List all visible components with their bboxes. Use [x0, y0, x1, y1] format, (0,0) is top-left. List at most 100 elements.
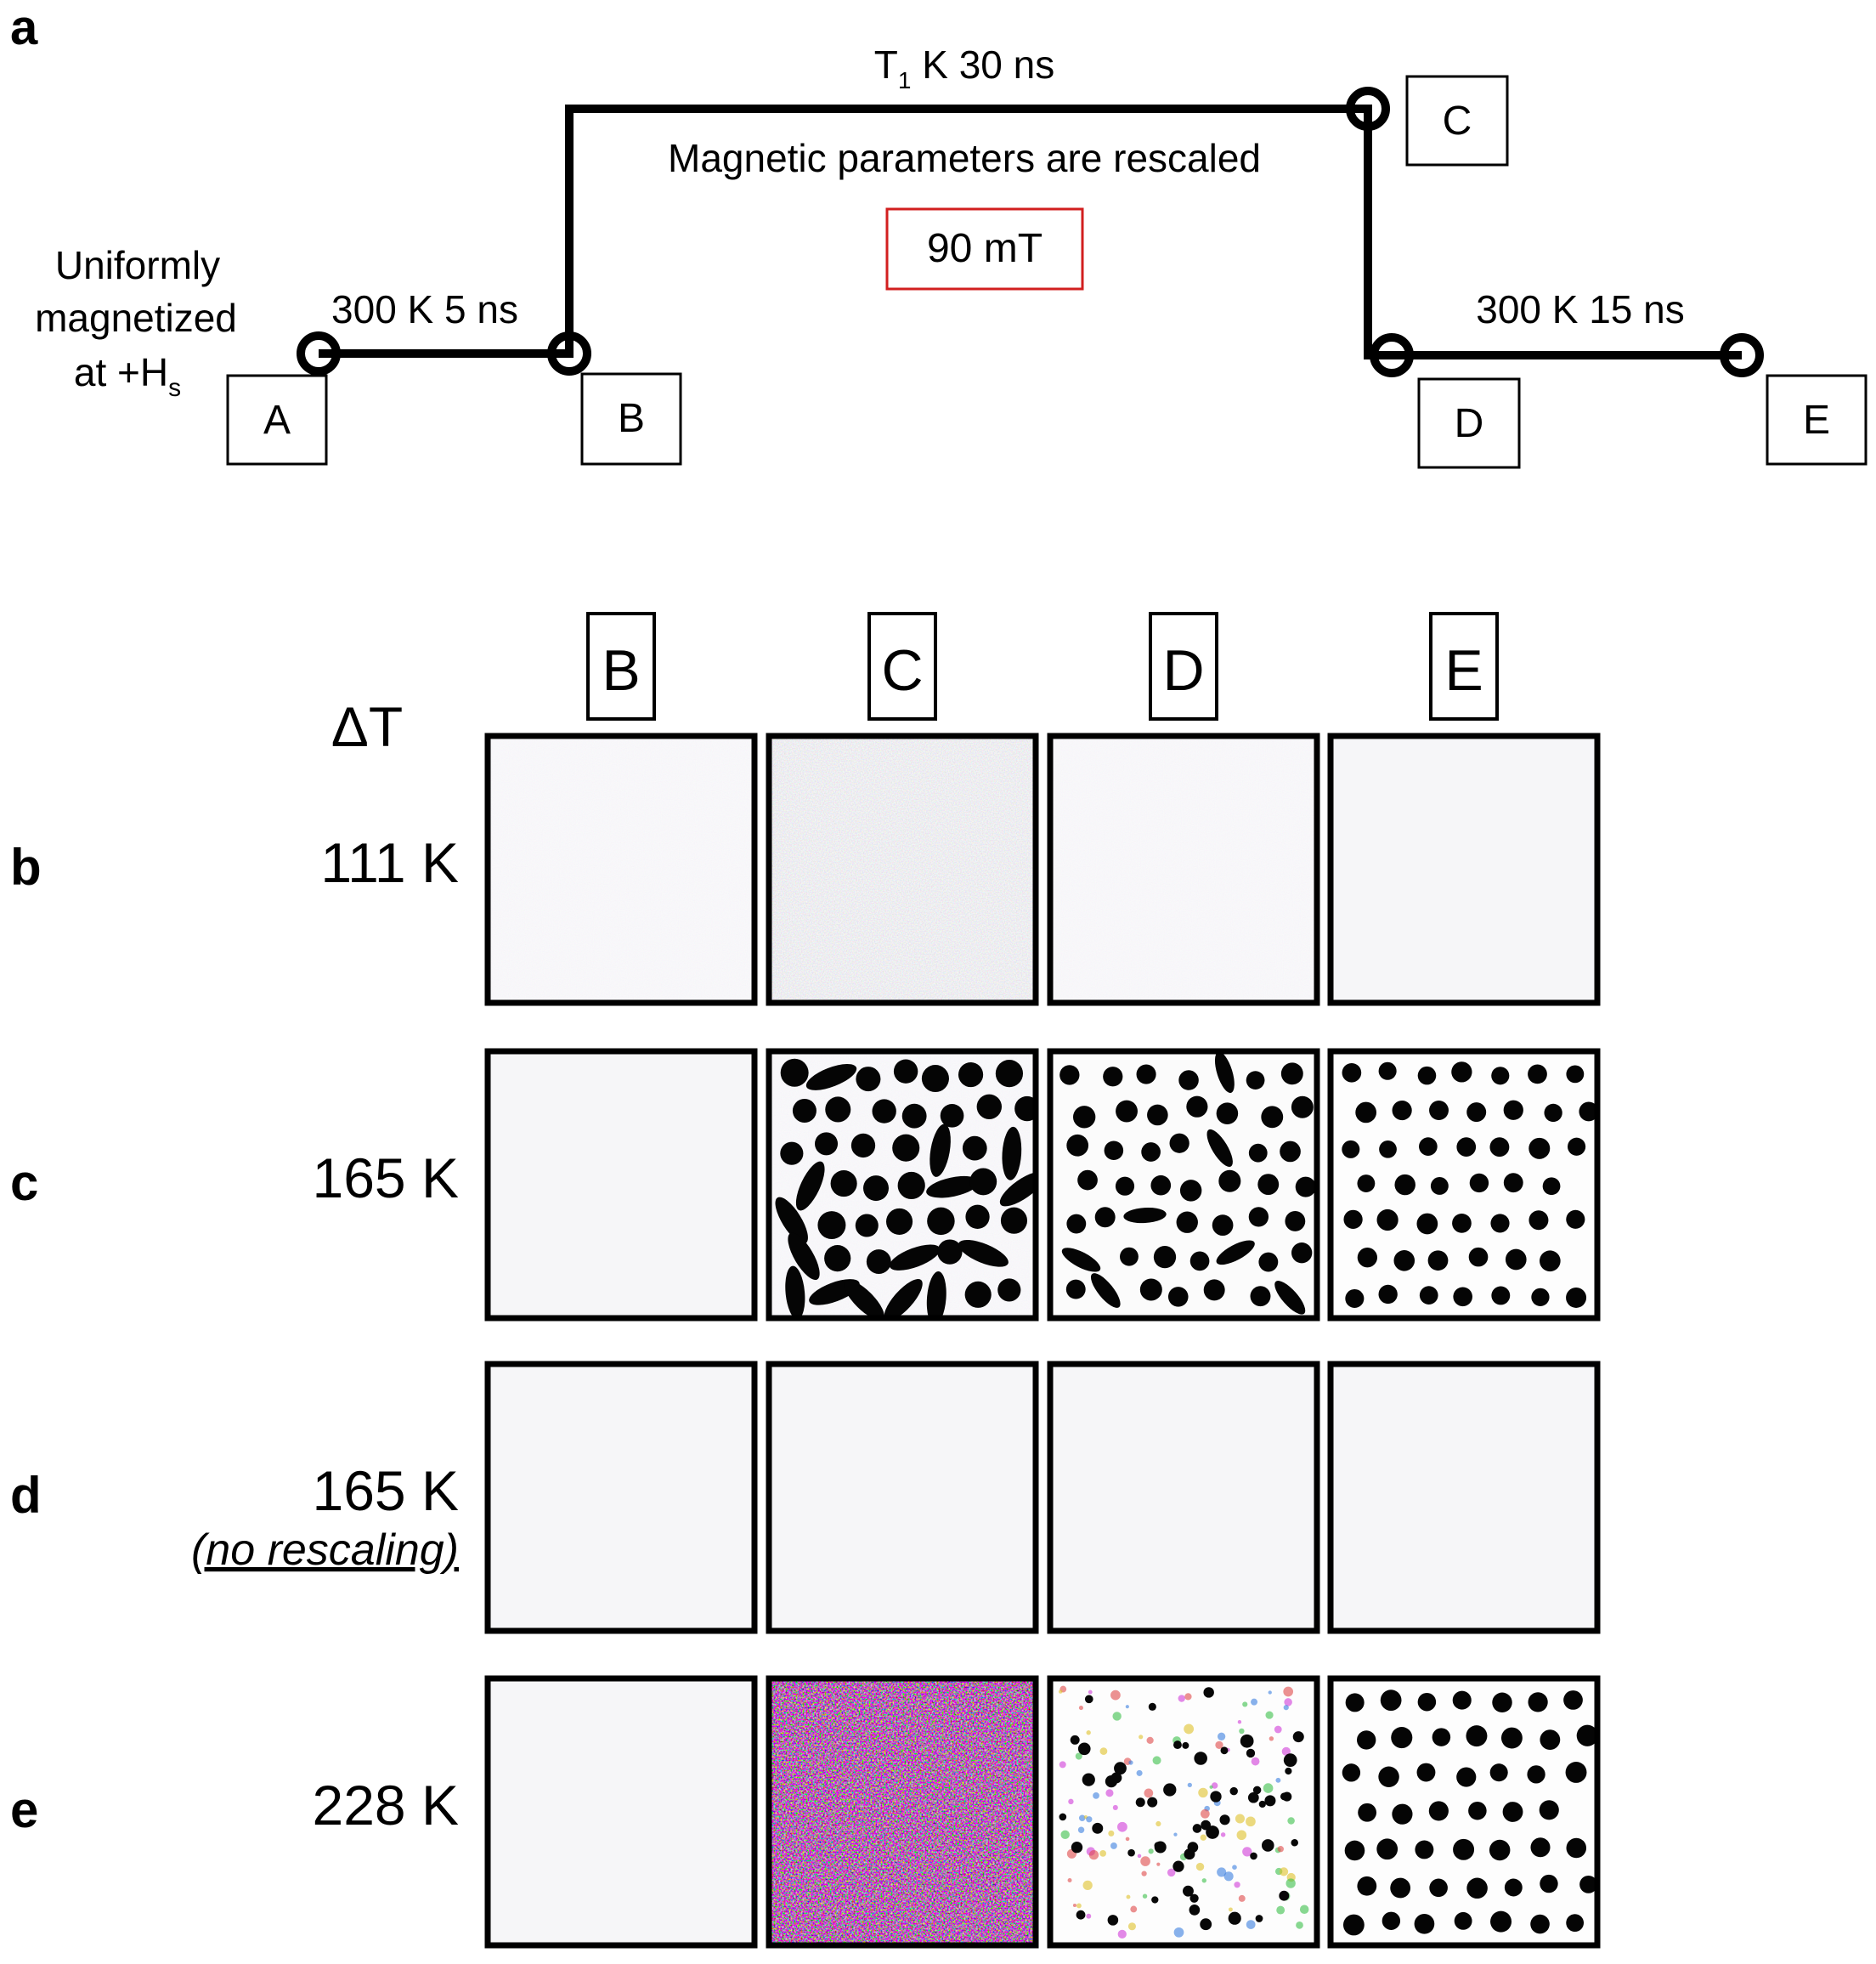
snapshot-c-D [1047, 1048, 1320, 1322]
noise-speck [1184, 1693, 1192, 1701]
skyrmion [1393, 1250, 1415, 1271]
noise-speck [1217, 1867, 1227, 1877]
noise-speck [1058, 1689, 1063, 1694]
skyrmion-nucleus [1219, 1814, 1230, 1825]
noise-speck [1187, 1782, 1192, 1788]
noise-speck [1077, 1826, 1085, 1833]
skyrmion [1563, 1690, 1583, 1710]
skyrmion [1430, 1177, 1449, 1195]
noise-speck [1128, 1760, 1133, 1765]
start-label-line1: Uniformly [55, 243, 220, 287]
noise-speck [1276, 1905, 1286, 1915]
noise-speck [1127, 1922, 1136, 1931]
skyrmion [1394, 1174, 1415, 1196]
skyrmion [1503, 1100, 1523, 1120]
skyrmion-nucleus [1255, 1915, 1263, 1922]
skyrmion-nucleus [1201, 1820, 1211, 1831]
skyrmion [1178, 1070, 1199, 1090]
protocol-diagram: a Uniformly magnetized at +Hs 300 K 5 ns… [10, 0, 1868, 469]
skyrmion-nucleus [1240, 1734, 1254, 1748]
skyrmion [1141, 1142, 1161, 1162]
noise-speck [1076, 1903, 1082, 1909]
noise-speck [1142, 1893, 1148, 1899]
skyrmion-nucleus [1182, 1741, 1189, 1749]
skyrmion [1503, 1173, 1523, 1193]
snapshot-e-C [766, 1675, 1039, 1949]
column-header-E: E [1429, 612, 1499, 721]
noise-speck [1198, 1787, 1208, 1798]
skyrmion [1280, 1140, 1301, 1163]
skyrmion [1531, 1288, 1550, 1306]
skyrmion [1527, 1765, 1545, 1784]
snapshot-d-C [766, 1361, 1039, 1634]
noise-speck [1117, 1821, 1127, 1832]
snapshot-c-E [1327, 1048, 1601, 1322]
point-box-B: B [580, 372, 682, 466]
panel-letter-d: d [10, 1467, 42, 1524]
marker-C [1346, 87, 1390, 131]
skyrmion-nucleus [1084, 1695, 1093, 1704]
skyrmion [1248, 1207, 1269, 1227]
skyrmion [1489, 1137, 1510, 1157]
noise-speck [1141, 1871, 1147, 1876]
skyrmion [1456, 1137, 1477, 1157]
skyrmion [1066, 1134, 1089, 1157]
skyrmion [1414, 1913, 1435, 1934]
skyrmion [976, 1094, 1002, 1119]
noise-speck [1200, 1834, 1206, 1841]
noise-speck [1086, 1913, 1092, 1919]
noise-speck [1217, 1732, 1226, 1740]
skyrmion [1258, 1252, 1279, 1272]
noise-speck [1110, 1842, 1117, 1849]
skyrmion [958, 1061, 984, 1088]
noise-speck [1242, 1701, 1248, 1707]
skyrmion-nucleus [1182, 1885, 1194, 1897]
skyrmion [1489, 1839, 1511, 1861]
column-header-label: C [881, 638, 923, 703]
skyrmion [1544, 1103, 1562, 1123]
noise-speck [1284, 1698, 1292, 1706]
skyrmion [866, 1249, 891, 1275]
skyrmion [1357, 1174, 1376, 1192]
skyrmion [1150, 1174, 1172, 1196]
skyrmion [780, 1141, 804, 1165]
skyrmion [927, 1207, 955, 1236]
skyrmion-nucleus [1172, 1860, 1184, 1872]
skyrmion [1066, 1214, 1087, 1234]
noise-speck [1236, 1830, 1247, 1841]
skyrmion-nucleus [1151, 1896, 1159, 1904]
noise-speck [1130, 1905, 1138, 1913]
noise-speck [1117, 1929, 1127, 1939]
skyrmion-nucleus [1148, 1702, 1156, 1711]
skyrmion-nucleus [1173, 1740, 1182, 1750]
skyrmion [1342, 1140, 1360, 1158]
skyrmion-nucleus [1210, 1791, 1222, 1803]
point-box-D-label: D [1455, 401, 1484, 446]
skyrmion [1491, 1067, 1510, 1085]
point-box-A: A [226, 374, 328, 466]
skyrmion [792, 1098, 817, 1123]
skyrmion [1530, 1914, 1550, 1934]
marker-B [547, 331, 591, 376]
skyrmion [1530, 1837, 1551, 1858]
skyrmion-nucleus [1206, 1825, 1219, 1839]
snapshot-c-C [766, 1048, 1039, 1322]
skyrmion [1415, 1840, 1434, 1859]
step-de-label: 300 K 15 ns [1476, 287, 1685, 331]
skyrmion [1147, 1104, 1168, 1126]
skyrmion [1136, 1064, 1156, 1084]
column-header-label: E [1444, 638, 1483, 703]
skyrmion [1419, 1137, 1438, 1156]
skyrmion [1189, 1251, 1210, 1271]
noise-speck [1173, 1927, 1184, 1938]
point-box-E-label: E [1803, 398, 1830, 443]
skyrmion [1218, 1169, 1241, 1192]
skyrmion-nucleus [1203, 1687, 1214, 1698]
skyrmion [1103, 1067, 1123, 1087]
skyrmion [1380, 1689, 1402, 1712]
noise-speck [1200, 1808, 1210, 1819]
skyrmion-nucleus [1189, 1905, 1201, 1916]
skyrmion [940, 1104, 964, 1128]
